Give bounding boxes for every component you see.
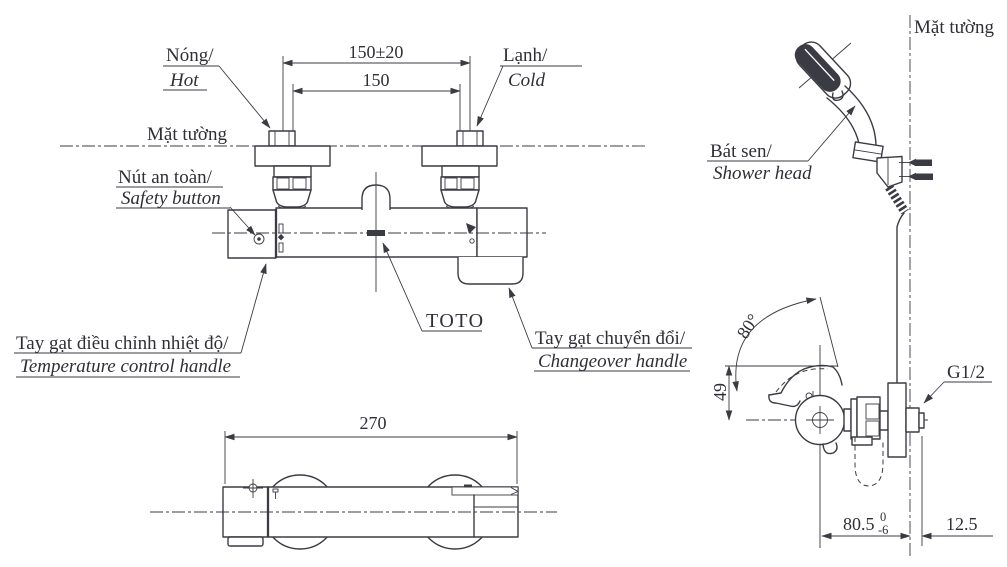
toto-logo-mark [367,230,385,236]
mixer-body-front [212,172,546,292]
dim-supply-spacing: 150 [363,70,390,90]
wall-bracket [876,155,903,188]
hot-label-en: Hot [169,70,199,91]
safety-label-en: Safety button [121,188,221,209]
dim-depth: 80.5 [843,514,875,534]
shower-head-label-en: Shower head [713,163,812,184]
spout-nub [822,442,838,455]
changeover-lever-bottom [451,486,519,496]
changeover-label-en: Changeover handle [538,351,687,372]
safety-label-vi: Nút an toàn/ [118,167,213,188]
temp-handle-label-en: Temperature control handle [20,356,231,377]
brand-label: TOTO [426,310,485,332]
thread-label: G1/2 [947,362,985,383]
dim-body-length: 270 [360,413,387,433]
front-labels: Nóng/ Hot Lạnh/ Cold Mặt tường Nút an to… [14,45,692,378]
shower-head-face [794,44,841,92]
dim-handle-angle: 80° [733,310,764,342]
front-view: 150±20 150 Nóng/ Hot Lạnh/ Cold Mặt tườn… [14,42,692,378]
changeover-label-vi: Tay gạt chuyển đổi/ [535,328,686,349]
shower-head-assembly [794,41,933,384]
shower-head-label-vi: Bát sen/ [710,141,772,162]
thread-stub [905,407,920,433]
indicator-mark [466,223,476,234]
changeover-lever-front [457,257,524,285]
hose-line [896,212,905,384]
dim-handle-height: 49 [710,383,730,401]
front-wall-label: Mặt tường [147,124,227,145]
mixer-side-profile: 80° 49 [710,296,928,548]
cold-supply-fitting [421,130,498,212]
front-dimensions: 150±20 150 [282,42,471,95]
hose-coil [885,184,909,215]
temp-handle-label-vi: Tay gạt điều chỉnh nhiệt độ/ [16,333,229,354]
dim-depth-tol-lower: -6 [878,523,888,537]
side-dimensions: 80.5 0 -6 12.5 [821,436,993,546]
wall-flange [887,382,907,458]
cold-label-vi: Lạnh/ [503,45,548,66]
changeover-block-front [476,207,528,258]
shower-head-nub [831,90,844,102]
dim-supply-spacing-tol: 150±20 [349,42,404,62]
dim-depth-tol-upper: 0 [880,510,886,524]
temperature-handle-front [227,209,277,259]
side-view: Mặt tường [707,15,994,558]
hot-supply-fitting [254,130,331,212]
cold-label-en: Cold [508,70,545,91]
handle-outer-curve [844,85,877,148]
side-wall-label: Mặt tường [914,17,994,38]
hot-label-vi: Nóng/ [166,45,214,66]
mounting-screws [899,158,933,181]
bottom-view: 270 [150,413,557,550]
dim-wall-offset: 12.5 [946,514,978,534]
